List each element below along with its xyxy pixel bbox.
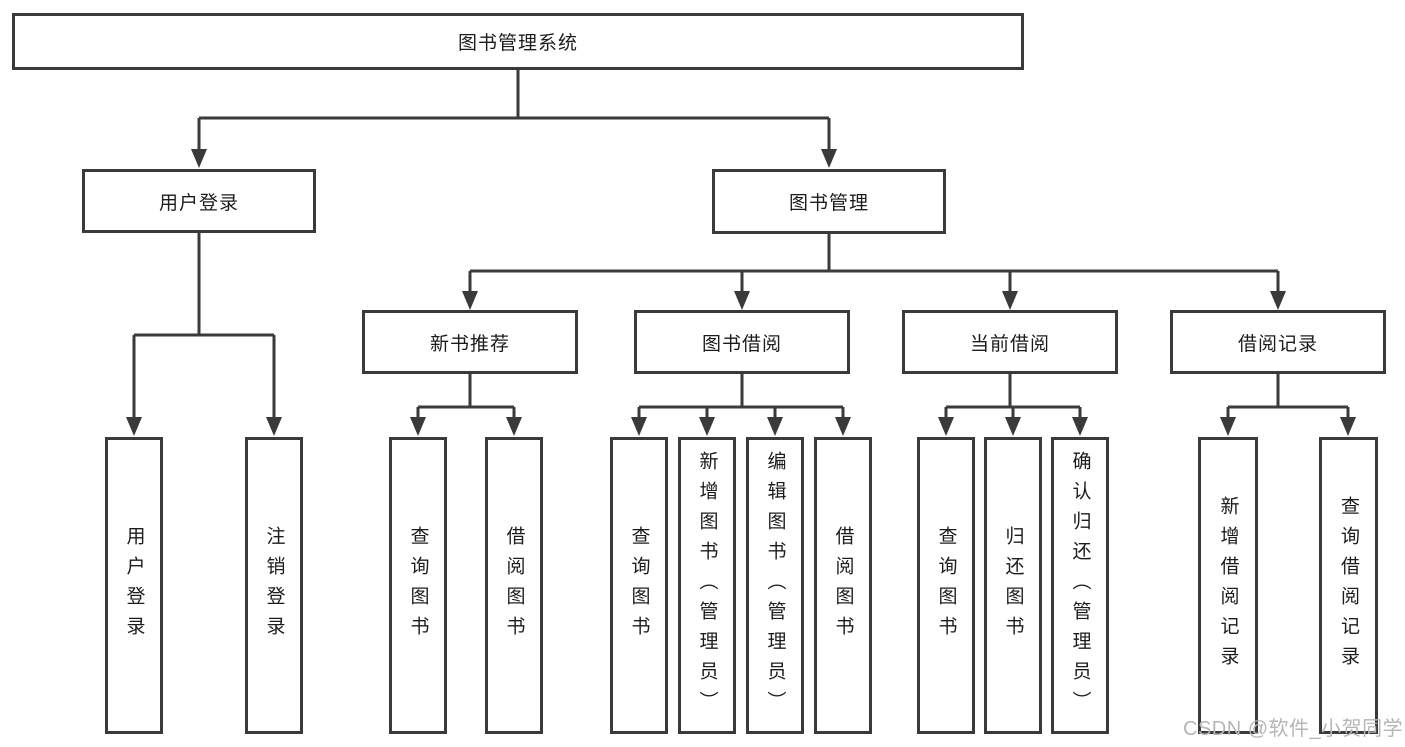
leaf-query-books-borrowing-label: 查询图书 — [628, 525, 650, 646]
leaf-borrow-books-recommend: 借阅图书 — [485, 437, 543, 734]
leaf-query-borrow-record-label: 查询借阅记录 — [1338, 495, 1359, 676]
leaf-borrow-books-recommend-label: 借阅图书 — [503, 525, 525, 646]
node-current-borrowing-label: 当前借阅 — [969, 333, 1050, 355]
leaf-query-books-recommend: 查询图书 — [389, 437, 447, 734]
node-user-login-label: 用户登录 — [158, 192, 239, 214]
leaf-logout-label: 注销登录 — [263, 525, 285, 646]
node-user-login: 用户登录 — [82, 169, 316, 233]
node-book-management: 图书管理 — [712, 169, 946, 234]
leaf-confirm-return-admin: 确认归还（管理员） — [1051, 437, 1109, 734]
node-new-book-recommend-label: 新书推荐 — [429, 333, 510, 355]
node-borrow-records: 借阅记录 — [1170, 310, 1386, 374]
leaf-user-login: 用户登录 — [105, 437, 163, 734]
node-library-system: 图书管理系统 — [12, 13, 1024, 70]
leaf-add-book-admin: 新增图书（管理员） — [678, 437, 736, 734]
leaf-borrow-books-borrowing: 借阅图书 — [814, 437, 872, 734]
node-library-system-label: 图书管理系统 — [457, 33, 578, 54]
csdn-watermark: CSDN @软件_小贺同学 — [1183, 718, 1404, 740]
leaf-borrow-books-borrowing-label: 借阅图书 — [832, 525, 854, 646]
node-book-borrowing-label: 图书借阅 — [701, 333, 782, 355]
leaf-query-books-current-label: 查询图书 — [935, 525, 957, 646]
node-book-management-label: 图书管理 — [788, 193, 869, 214]
leaf-add-borrow-record-label: 新增借阅记录 — [1217, 495, 1239, 676]
leaf-return-book-label: 归还图书 — [1002, 525, 1024, 646]
leaf-add-book-admin-label: 新增图书（管理员） — [696, 450, 718, 721]
node-new-book-recommend: 新书推荐 — [362, 310, 578, 374]
leaf-query-books-borrowing: 查询图书 — [610, 437, 668, 734]
leaf-edit-book-admin: 编辑图书（管理员） — [746, 437, 804, 734]
node-book-borrowing: 图书借阅 — [634, 310, 850, 374]
leaf-return-book: 归还图书 — [984, 437, 1042, 734]
node-borrow-records-label: 借阅记录 — [1237, 333, 1318, 355]
node-current-borrowing: 当前借阅 — [902, 310, 1118, 374]
leaf-logout: 注销登录 — [245, 437, 303, 734]
leaf-query-books-current: 查询图书 — [917, 437, 975, 734]
leaf-query-borrow-record: 查询借阅记录 — [1319, 437, 1378, 734]
leaf-query-books-recommend-label: 查询图书 — [407, 525, 429, 646]
leaf-user-login-label: 用户登录 — [123, 525, 145, 646]
leaf-add-borrow-record: 新增借阅记录 — [1198, 437, 1258, 734]
leaf-edit-book-admin-label: 编辑图书（管理员） — [764, 450, 786, 721]
leaf-confirm-return-admin-label: 确认归还（管理员） — [1069, 450, 1091, 721]
